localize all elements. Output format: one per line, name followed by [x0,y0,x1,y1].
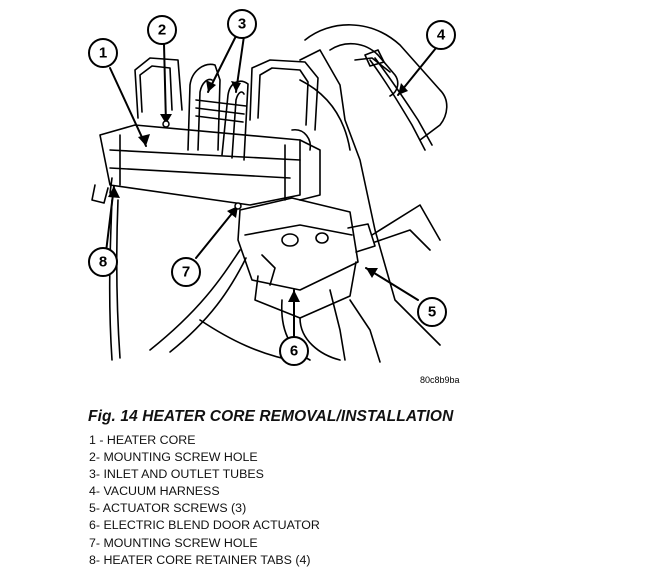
callout-number-4: 4 [437,27,446,44]
figure-code: 80c8b9ba [420,375,460,385]
legend-item: 4- VACUUM HARNESS [89,484,220,499]
dash-panel-outline [304,24,448,141]
blend-door-actuator [237,197,359,291]
vacuum-harness [369,59,426,151]
housing-duct-left [134,57,183,119]
leader-line [163,43,167,125]
callout-1 [88,38,118,68]
callout-number-8: 8 [99,254,107,271]
leader-line [195,205,239,259]
inlet-outlet-tubes [187,63,221,151]
housing-duct-right [249,59,319,131]
callout-8 [88,247,118,277]
legend-item: 6- ELECTRIC BLEND DOOR ACTUATOR [89,518,320,533]
actuator-wire [371,204,441,241]
callout-number-3: 3 [238,16,246,33]
legend-item: 3- INLET AND OUTLET TUBES [89,467,264,482]
callout-number-2: 2 [158,22,166,39]
heater-core-body [99,124,301,206]
callout-7 [171,257,201,287]
callout-3 [227,9,257,39]
legend-list: 1 - HEATER CORE 2- MOUNTING SCREW HOLE 3… [89,432,320,569]
callout-number-1: 1 [99,45,107,62]
callout-6 [279,336,309,366]
retainer-tab [91,184,109,204]
legend-item: 7- MOUNTING SCREW HOLE [89,535,258,550]
legend-item: 2- MOUNTING SCREW HOLE [89,450,258,465]
leader-line [207,35,237,93]
callout-2 [147,15,177,45]
figure-caption: Fig. 14 HEATER CORE REMOVAL/INSTALLATION [88,408,454,425]
callout-number-7: 7 [182,264,190,281]
legend-item: 1 - HEATER CORE [89,433,196,447]
callout-number-5: 5 [428,304,436,321]
callout-5 [417,297,447,327]
heater-core-diagram: 1 2 3 4 5 6 7 8 80c8b9ba [88,9,460,385]
callout-4 [426,20,456,50]
callout-number-6: 6 [290,343,298,360]
legend-item: 5- ACTUATOR SCREWS (3) [89,501,247,516]
legend-item: 8- HEATER CORE RETAINER TABS (4) [89,552,311,567]
leader-line [109,67,147,147]
